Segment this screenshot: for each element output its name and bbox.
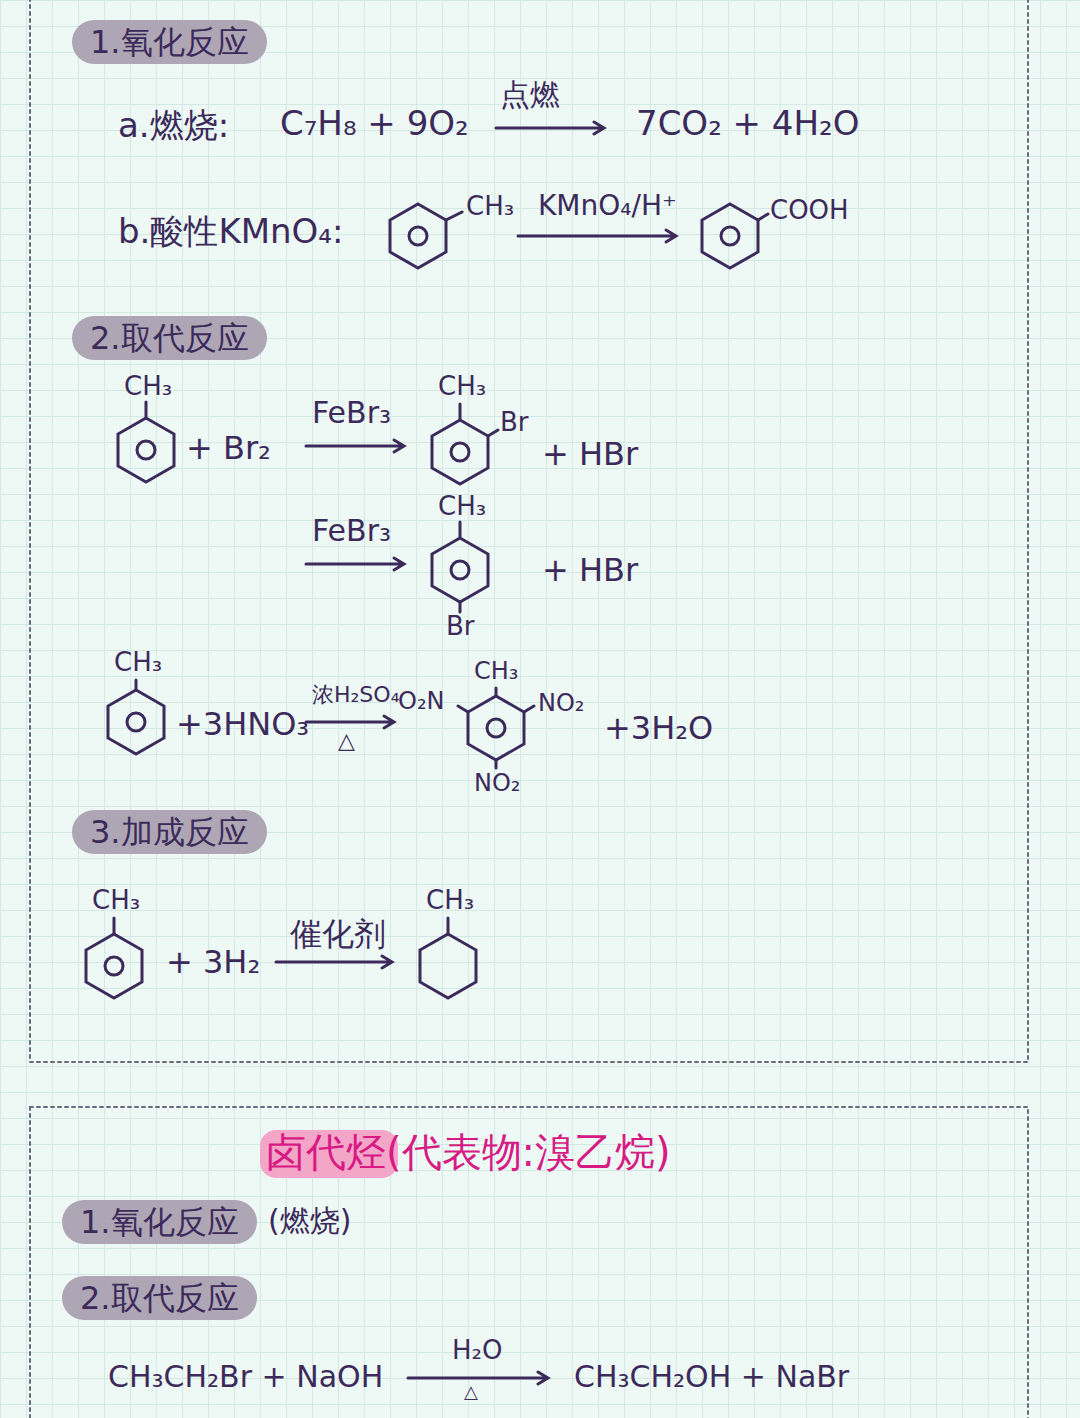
reaction-arrows (276, 122, 676, 1384)
heading-text: 2.取代反应 (80, 1279, 239, 1317)
formula-label: CH₃ (92, 886, 140, 916)
formula-label: a.燃烧: (118, 106, 229, 145)
formula-label: 点燃 (500, 78, 560, 113)
formula-label: O₂N (398, 688, 444, 716)
section-title: 卤代烃(代表物:溴乙烷) (266, 1128, 671, 1176)
formula-label: FeBr₃ (312, 396, 391, 431)
section-heading: 2.取代反应 (62, 1276, 257, 1320)
section-heading: 1.氧化反应 (72, 20, 267, 64)
formula-label: COOH (770, 196, 849, 226)
formula-label: CH₃ (466, 192, 514, 222)
section-frame (30, 0, 1028, 1062)
formula-label: CH₃CH₂OH + NaBr (574, 1360, 849, 1395)
formula-label: CH₃ (124, 372, 172, 402)
formula-label: CH₃ (438, 372, 486, 402)
formula-label: △ (464, 1382, 478, 1403)
formula-label: 7CO₂ + 4H₂O (636, 104, 859, 143)
formula-label: C₇H₈ + 9O₂ (280, 104, 469, 143)
formula-label: b.酸性KMnO₄: (118, 212, 343, 251)
formula-label: + Br₂ (186, 430, 271, 467)
section-heading: 1.氧化反应 (62, 1200, 257, 1244)
formula-label: (燃烧) (268, 1204, 351, 1239)
formula-label: CH₃ (114, 648, 162, 678)
formula-label: Br (446, 612, 475, 642)
section-frame (30, 1107, 1028, 1418)
formula-label: H₂O (452, 1336, 502, 1366)
formula-label: + HBr (542, 436, 638, 473)
formula-label: NO₂ (474, 770, 520, 798)
formula-label: △ (338, 728, 355, 753)
formula-label: CH₃ (426, 886, 474, 916)
formula-label: NO₂ (538, 690, 584, 718)
heading-text: 1.氧化反应 (80, 1203, 239, 1241)
formula-label: Br (500, 408, 529, 438)
formula-label: +3HNO₃ (176, 706, 309, 743)
formula-label: FeBr₃ (312, 514, 391, 549)
formula-label: 浓H₂SO₄ (312, 682, 399, 707)
section-heading: 3.加成反应 (72, 810, 267, 854)
formula-label: CH₃ (474, 658, 518, 686)
section-heading: 2.取代反应 (72, 316, 267, 360)
formula-label: CH₃ (438, 492, 486, 522)
formula-label: + 3H₂ (166, 944, 260, 981)
formula-label: +3H₂O (604, 710, 713, 747)
formula-label: 催化剂 (290, 916, 386, 953)
heading-text: 1.氧化反应 (90, 23, 249, 61)
heading-text: 3.加成反应 (90, 813, 249, 851)
formula-label: CH₃CH₂Br + NaOH (108, 1360, 383, 1395)
benzene-ring (86, 204, 768, 998)
heading-text: 2.取代反应 (90, 319, 249, 357)
formula-label: KMnO₄/H⁺ (538, 190, 677, 222)
formula-label: + HBr (542, 552, 638, 589)
